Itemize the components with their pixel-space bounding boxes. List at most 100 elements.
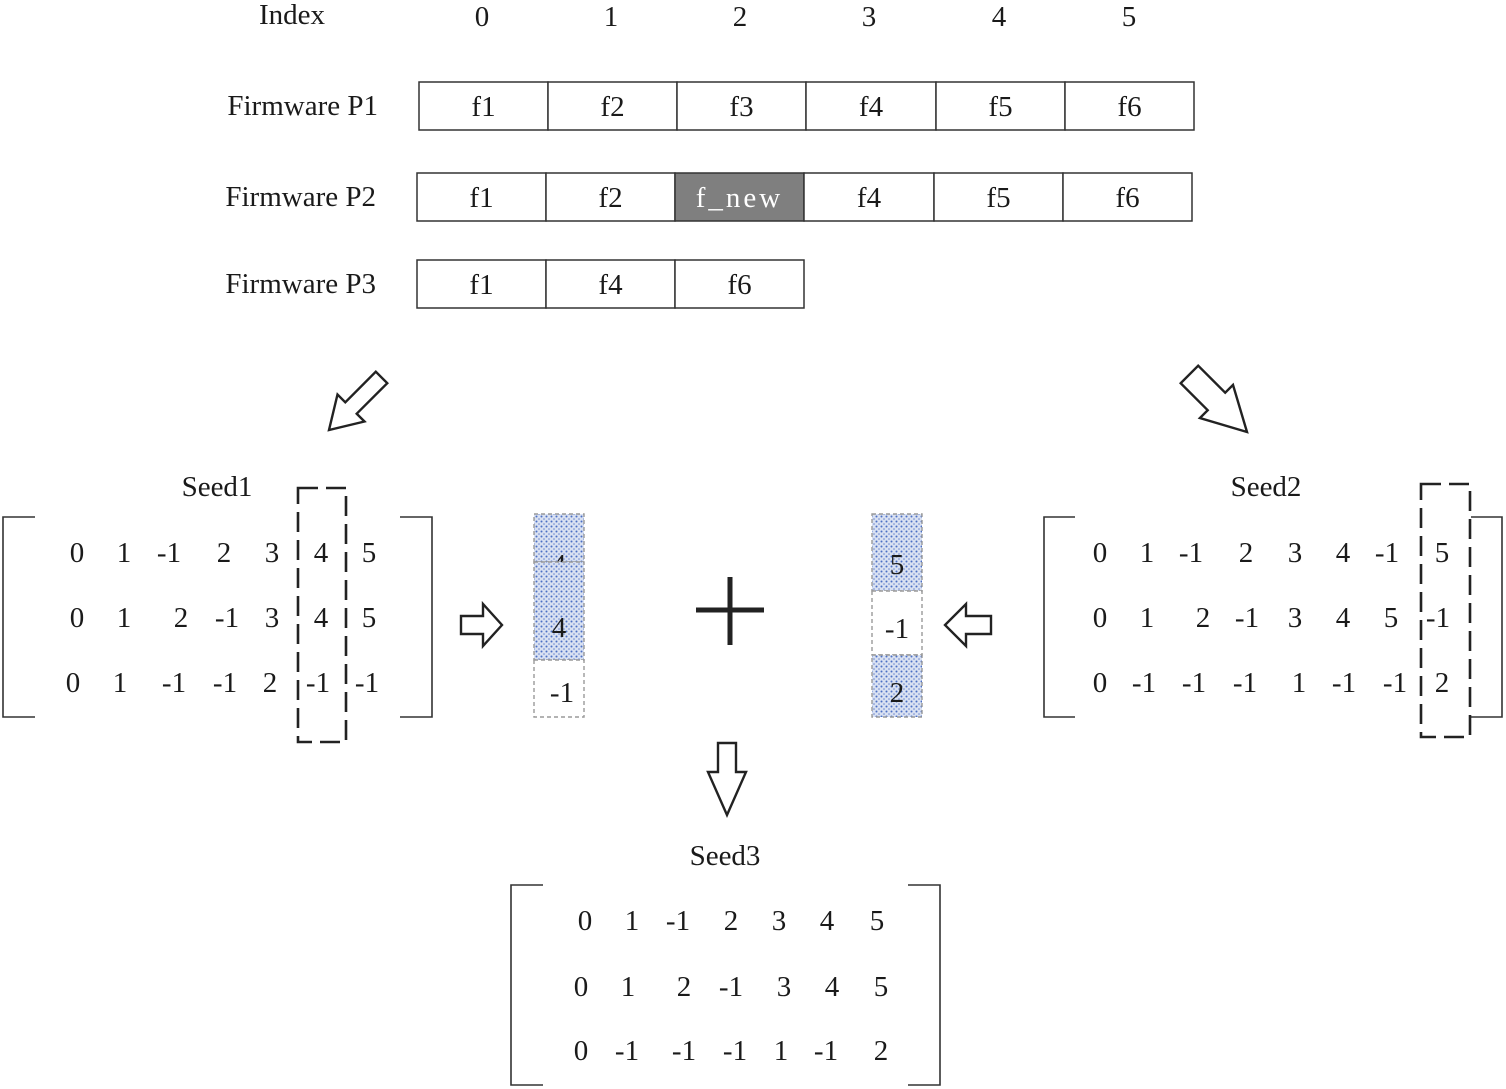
matrix-cell: 2 bbox=[677, 971, 692, 1003]
function-cell: f4 bbox=[803, 172, 935, 222]
firmware-p1-row: Firmware P1 f1 f2 f3 f4 f5 f6 bbox=[227, 81, 1195, 131]
seed3-title: Seed3 bbox=[690, 840, 761, 872]
function-cell: f2 bbox=[547, 81, 678, 131]
matrix-cell: 5 bbox=[874, 971, 889, 1003]
matrix-cell: 1 bbox=[113, 667, 128, 699]
svg-text:f1: f1 bbox=[469, 182, 493, 214]
arrow-left-icon bbox=[943, 601, 993, 649]
matrix-cell: 2 bbox=[724, 905, 739, 937]
firmware-label: Firmware P1 bbox=[227, 90, 378, 122]
svg-text:f5: f5 bbox=[986, 182, 1010, 214]
vector-cell: -1 bbox=[533, 659, 585, 718]
arrow-down-left-icon bbox=[327, 370, 389, 432]
firmware-p3-row: Firmware P3 f1 f4 f6 bbox=[225, 259, 805, 309]
matrix-cell: -1 bbox=[1182, 667, 1206, 699]
function-cell: f1 bbox=[418, 81, 549, 131]
matrix-cell: 0 bbox=[1093, 602, 1108, 634]
selected-column-box bbox=[296, 486, 348, 744]
matrix-cell: 3 bbox=[265, 602, 280, 634]
matrix-cell: 2 bbox=[1435, 667, 1450, 699]
selected-column-box bbox=[1419, 482, 1472, 739]
matrix-cell: 1 bbox=[625, 905, 640, 937]
matrix-cell: 5 bbox=[1435, 537, 1450, 569]
matrix-cell: 1 bbox=[117, 602, 132, 634]
matrix-cell: 3 bbox=[777, 971, 792, 1003]
matrix-cell: 4 bbox=[314, 602, 329, 634]
svg-text:f_new: f_new bbox=[696, 182, 783, 214]
function-cell: f3 bbox=[676, 81, 807, 131]
function-cell: f1 bbox=[416, 259, 547, 309]
function-cell: f6 bbox=[674, 259, 805, 309]
matrix-cell: 0 bbox=[1093, 667, 1108, 699]
matrix-cell: -1 bbox=[1235, 602, 1259, 634]
svg-text:f1: f1 bbox=[469, 269, 493, 301]
function-cell: f2 bbox=[545, 172, 676, 222]
matrix-cell: -1 bbox=[1375, 537, 1399, 569]
matrix-cell: 2 bbox=[217, 537, 232, 569]
matrix-cell: -1 bbox=[306, 667, 330, 699]
matrix-cell: 4 bbox=[820, 905, 835, 937]
function-cell: f6 bbox=[1064, 81, 1195, 131]
matrix-cell: -1 bbox=[1383, 667, 1407, 699]
matrix-cell: 4 bbox=[1336, 602, 1351, 634]
matrix-cell: -1 bbox=[666, 905, 690, 937]
seed2-title: Seed2 bbox=[1231, 471, 1302, 503]
right-bracket bbox=[400, 516, 433, 718]
matrix-cell: -1 bbox=[162, 667, 186, 699]
vector-cell: 4 bbox=[533, 561, 585, 661]
matrix-cell: 2 bbox=[1196, 602, 1211, 634]
seed1-title: Seed1 bbox=[182, 471, 253, 503]
svg-text:f4: f4 bbox=[598, 269, 623, 301]
matrix-cell: -1 bbox=[1332, 667, 1356, 699]
matrix-cell: 2 bbox=[874, 1035, 889, 1067]
matrix-cell: -1 bbox=[814, 1035, 838, 1067]
index-value: 2 bbox=[733, 1, 748, 33]
matrix-cell: -1 bbox=[1426, 602, 1450, 634]
vector-cell: 5 bbox=[871, 513, 923, 592]
matrix-cell: -1 bbox=[719, 971, 743, 1003]
right-bracket bbox=[908, 884, 941, 1086]
left-vector: 4 4 -1 bbox=[533, 513, 585, 718]
matrix-cell: 5 bbox=[1384, 602, 1399, 634]
vector-cell: 2 bbox=[871, 654, 923, 718]
index-value: 0 bbox=[475, 1, 490, 33]
svg-text:f6: f6 bbox=[1117, 91, 1141, 123]
left-bracket bbox=[1043, 516, 1075, 718]
matrix-cell: 4 bbox=[1336, 537, 1351, 569]
matrix-cell: -1 bbox=[723, 1035, 747, 1067]
matrix-cell: 1 bbox=[1292, 667, 1307, 699]
matrix-cell: 4 bbox=[314, 537, 329, 569]
matrix-cell: 4 bbox=[825, 971, 840, 1003]
svg-text:f1: f1 bbox=[471, 91, 495, 123]
matrix-cell: -1 bbox=[1233, 667, 1257, 699]
matrix-cell: 3 bbox=[265, 537, 280, 569]
svg-text:-1: -1 bbox=[550, 677, 574, 709]
svg-text:f4: f4 bbox=[857, 182, 882, 214]
plus-operator bbox=[696, 577, 764, 645]
left-bracket bbox=[510, 884, 543, 1086]
function-cell-new: f_new bbox=[674, 172, 805, 222]
index-value: 3 bbox=[862, 1, 877, 33]
matrix-cell: 5 bbox=[870, 905, 885, 937]
matrix-cell: 3 bbox=[1288, 537, 1303, 569]
matrix-cell: 0 bbox=[578, 905, 593, 937]
matrix-cell: 0 bbox=[70, 537, 85, 569]
index-label: Index bbox=[259, 0, 326, 31]
matrix-cell: 1 bbox=[774, 1035, 789, 1067]
index-row: Index 0 1 2 3 4 5 bbox=[259, 0, 1136, 33]
index-value: 1 bbox=[604, 1, 619, 33]
matrix-cell: 1 bbox=[1140, 537, 1155, 569]
arrow-down-right-icon bbox=[1179, 364, 1249, 434]
matrix-cell: 0 bbox=[1093, 537, 1108, 569]
matrix-cell: 2 bbox=[263, 667, 278, 699]
svg-text:f2: f2 bbox=[600, 91, 624, 123]
function-cell: f1 bbox=[416, 172, 547, 222]
matrix-cell: 3 bbox=[1288, 602, 1303, 634]
matrix-cell: -1 bbox=[157, 537, 181, 569]
svg-text:f4: f4 bbox=[859, 91, 884, 123]
svg-text:5: 5 bbox=[890, 549, 905, 581]
firmware-label: Firmware P3 bbox=[225, 268, 376, 300]
